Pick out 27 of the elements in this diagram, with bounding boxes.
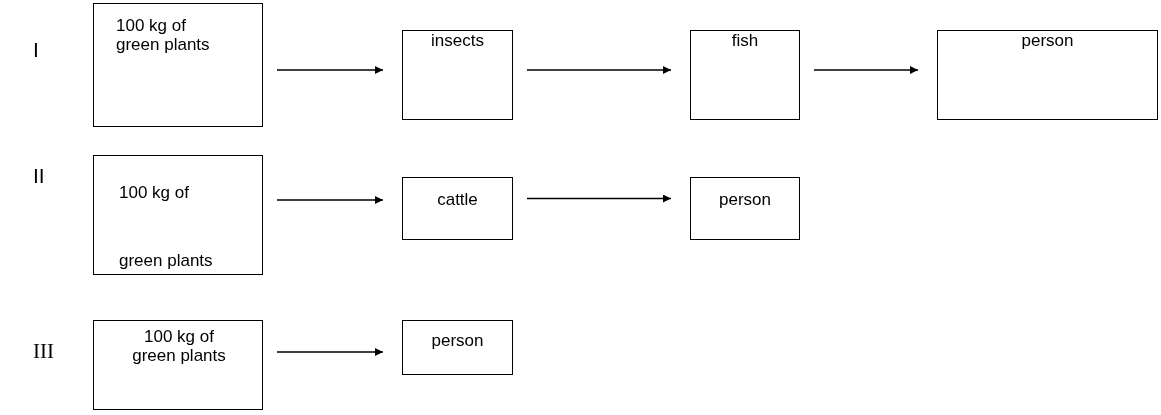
node-label: insects xyxy=(430,31,485,50)
arrow xyxy=(813,66,919,74)
process-box xyxy=(402,177,513,240)
row-label: I xyxy=(33,38,39,62)
node-label: cattle xyxy=(436,190,479,209)
arrow xyxy=(526,66,672,74)
node-label: person xyxy=(718,190,772,209)
node-label: 100 kg of green plants xyxy=(119,182,214,272)
process-box xyxy=(690,30,800,120)
process-box xyxy=(93,155,263,275)
node-label: person xyxy=(430,331,485,350)
arrow xyxy=(276,66,384,74)
node-label: fish xyxy=(730,31,760,50)
arrow xyxy=(276,196,384,204)
arrow xyxy=(276,348,384,356)
node-label: 100 kg of green plants xyxy=(116,16,211,54)
process-box xyxy=(402,320,513,375)
node-label: 100 kg of green plants xyxy=(131,327,227,365)
row-label: II xyxy=(33,164,45,188)
arrow xyxy=(526,194,672,203)
process-box xyxy=(937,30,1158,120)
row-label: III xyxy=(33,339,54,364)
process-box xyxy=(690,177,800,240)
process-box xyxy=(402,30,513,120)
process-box xyxy=(93,3,263,127)
process-box xyxy=(93,320,263,410)
node-label: person xyxy=(1020,31,1075,50)
